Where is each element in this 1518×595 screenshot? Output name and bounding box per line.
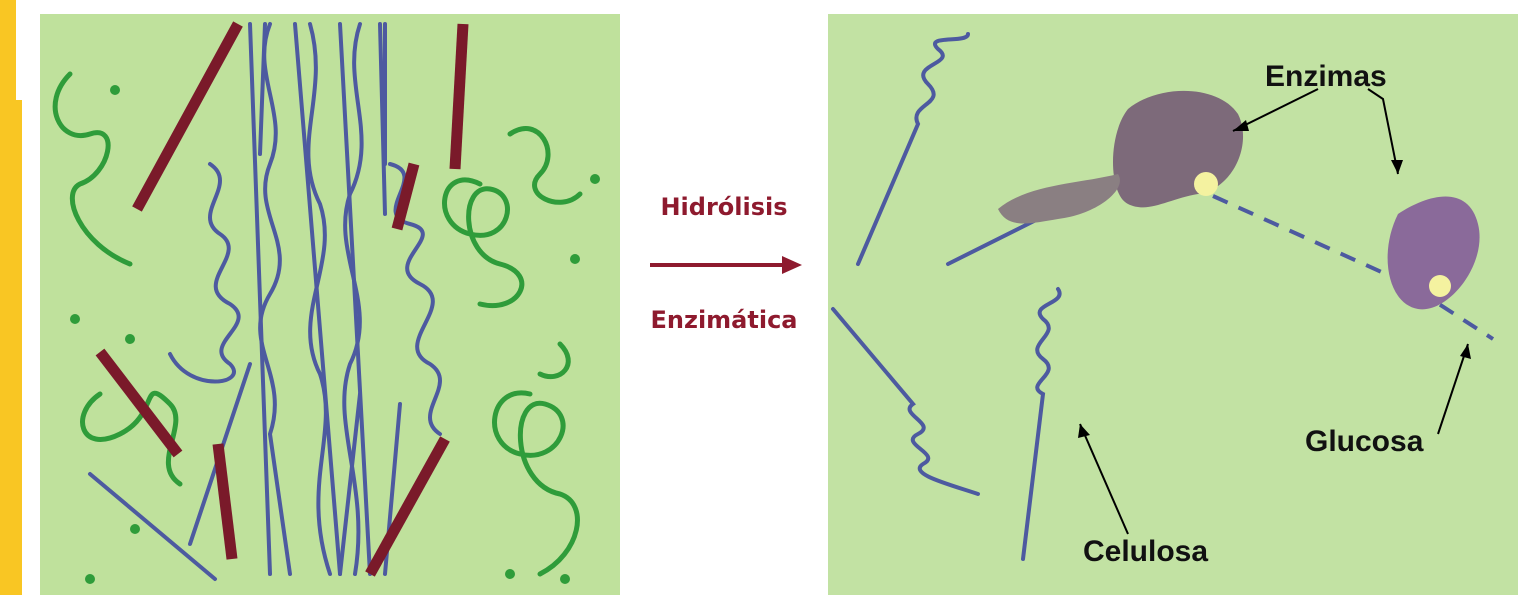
biomass-illustration <box>40 14 620 595</box>
right-arrow-icon <box>640 250 810 280</box>
process-label-hidrolisis: Hidrólisis <box>626 193 822 221</box>
cellulose-chains <box>833 34 1138 559</box>
accent-notch <box>16 0 22 100</box>
biomass-panel <box>40 14 620 595</box>
lignin-bars <box>100 24 463 574</box>
process-arrow <box>640 250 810 280</box>
process-label-enzimatica: Enzimática <box>626 306 822 334</box>
hydrolysis-illustration <box>828 14 1518 595</box>
enzyme-small <box>1388 197 1480 310</box>
label-enzimas: Enzimas <box>1265 60 1387 94</box>
label-celulosa: Celulosa <box>1083 535 1208 569</box>
enzyme-large <box>998 91 1243 224</box>
label-glucosa: Glucosa <box>1305 425 1423 459</box>
cellulose-fibres <box>90 24 440 579</box>
hydrolysis-panel <box>828 14 1518 595</box>
